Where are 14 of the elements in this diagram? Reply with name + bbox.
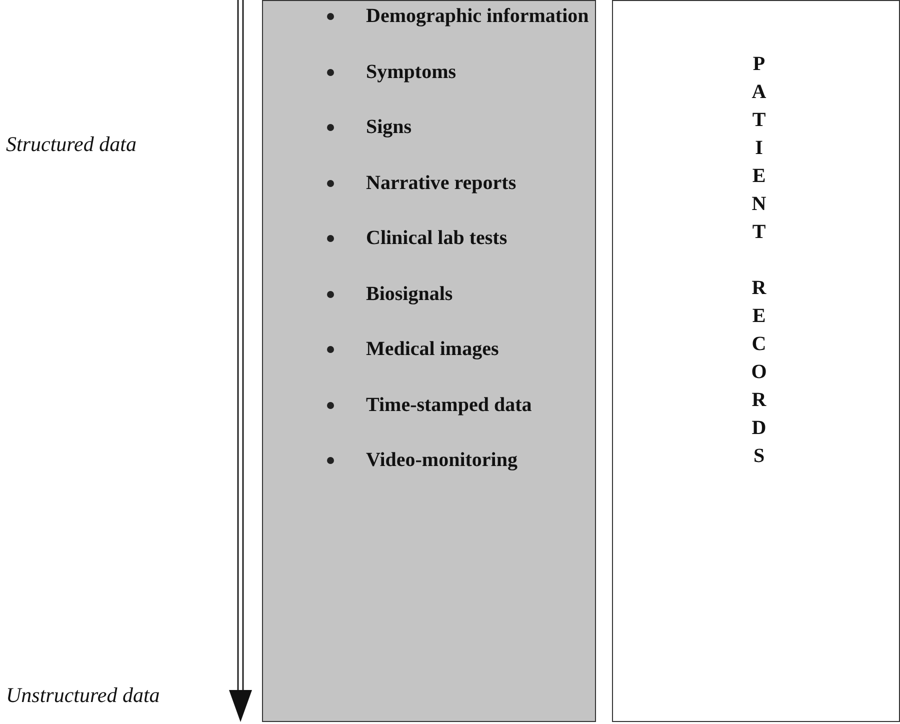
list-item-text: Biosignals bbox=[366, 282, 453, 306]
axis-label: Structured data bbox=[6, 132, 136, 157]
list-item-text: Medical images bbox=[366, 338, 499, 361]
list-item-text: Time-stamped data bbox=[366, 394, 532, 416]
list-panel bbox=[262, 0, 596, 722]
side-panel bbox=[612, 0, 900, 722]
list-item-text: Clinical lab tests bbox=[366, 227, 508, 250]
list-item-text: Demographic information bbox=[366, 5, 589, 28]
list-item-text: Video-monitoring bbox=[366, 449, 518, 472]
list-item-text: Signs bbox=[366, 116, 412, 139]
vertical-title: PATIENT RECORDS bbox=[747, 53, 770, 473]
axis-label: Unstructured data bbox=[6, 683, 160, 708]
list-item-text: Symptoms bbox=[366, 60, 456, 84]
list-item-text: Narrative reports bbox=[366, 172, 516, 194]
